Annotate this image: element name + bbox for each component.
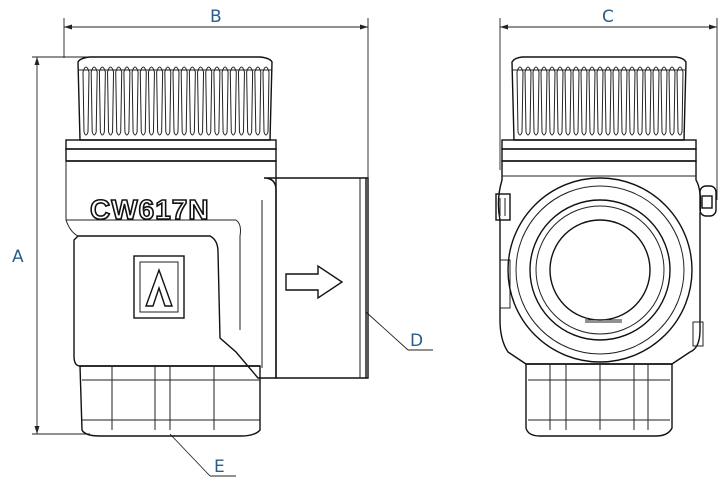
cap-collar <box>65 139 277 162</box>
knurl-ridge <box>644 66 652 136</box>
knurl-ridge <box>131 66 139 136</box>
dimension-a: A <box>12 56 120 435</box>
knurl-ridge <box>564 66 572 136</box>
knurl-ridge <box>197 66 205 136</box>
inlet-hex <box>79 365 261 437</box>
knurl-ridge <box>540 66 548 136</box>
valve-body-front <box>495 160 717 365</box>
inlet-hex-front <box>525 363 673 437</box>
dimension-b: B <box>63 7 369 178</box>
knurl-ridge <box>254 66 262 136</box>
knurl-ridge <box>604 66 612 136</box>
knurl-ridge <box>262 66 270 136</box>
knurl-ridge <box>636 66 644 136</box>
knurl-ridge <box>205 66 213 136</box>
knurled-cap <box>77 56 273 141</box>
knurl-ridge <box>676 66 684 136</box>
knurl-ridge <box>660 66 668 136</box>
knurl-ridge <box>628 66 636 136</box>
cap-collar-front <box>501 139 697 162</box>
dimension-label-c: C <box>602 7 614 27</box>
knurl-ridge <box>516 66 524 136</box>
knurl-ridge <box>98 66 106 136</box>
knurl-ridge <box>229 66 237 136</box>
knurl-ridge <box>237 66 245 136</box>
knurl-ridge <box>246 66 254 136</box>
dimension-c: C <box>499 7 718 200</box>
knurl-ridge <box>596 66 604 136</box>
dimension-label-d: D <box>410 331 423 351</box>
knurl-ridge <box>180 66 188 136</box>
knurl-ridge <box>221 66 229 136</box>
knurl-ridge <box>572 66 580 136</box>
dimension-label-e: E <box>214 457 225 477</box>
knurled-cap-front <box>511 56 687 141</box>
knurl-ridge <box>188 66 196 136</box>
knurl-ridge <box>172 66 180 136</box>
outlet-port <box>261 177 369 379</box>
outlet-port-front <box>507 177 693 363</box>
knurl-ridge <box>123 66 131 136</box>
valve-body: CW617N <box>65 160 277 379</box>
dimension-label-a: A <box>12 247 24 267</box>
valve-front-view <box>495 56 717 437</box>
knurl-ridge <box>652 66 660 136</box>
knurl-ridge <box>213 66 221 136</box>
knurl-ridge <box>139 66 147 136</box>
knurl-ridge <box>107 66 115 136</box>
knurl-ridge <box>156 66 164 136</box>
knurl-ridge <box>556 66 564 136</box>
knurl-ridge <box>90 66 98 136</box>
knurl-ridge <box>532 66 540 136</box>
knurl-ridge <box>588 66 596 136</box>
right-arrow-icon <box>285 264 344 300</box>
knurl-ridge <box>147 66 155 136</box>
dimension-e: E <box>169 433 236 477</box>
body-marking: CW617N <box>90 194 210 225</box>
knurl-ridge <box>548 66 556 136</box>
knurl-ridge <box>524 66 532 136</box>
knurl-ridge <box>668 66 676 136</box>
knurl-ridge <box>115 66 123 136</box>
knurl-ridge <box>612 66 620 136</box>
knurl-ridge <box>82 66 90 136</box>
valve-side-view: CW617N <box>65 56 369 437</box>
knurl-ridge <box>580 66 588 136</box>
knurl-ridge <box>620 66 628 136</box>
dimension-label-b: B <box>210 7 222 27</box>
knurl-ridge <box>164 66 172 136</box>
dimension-d: D <box>365 311 433 351</box>
triangle-in-square-logo <box>133 255 185 319</box>
